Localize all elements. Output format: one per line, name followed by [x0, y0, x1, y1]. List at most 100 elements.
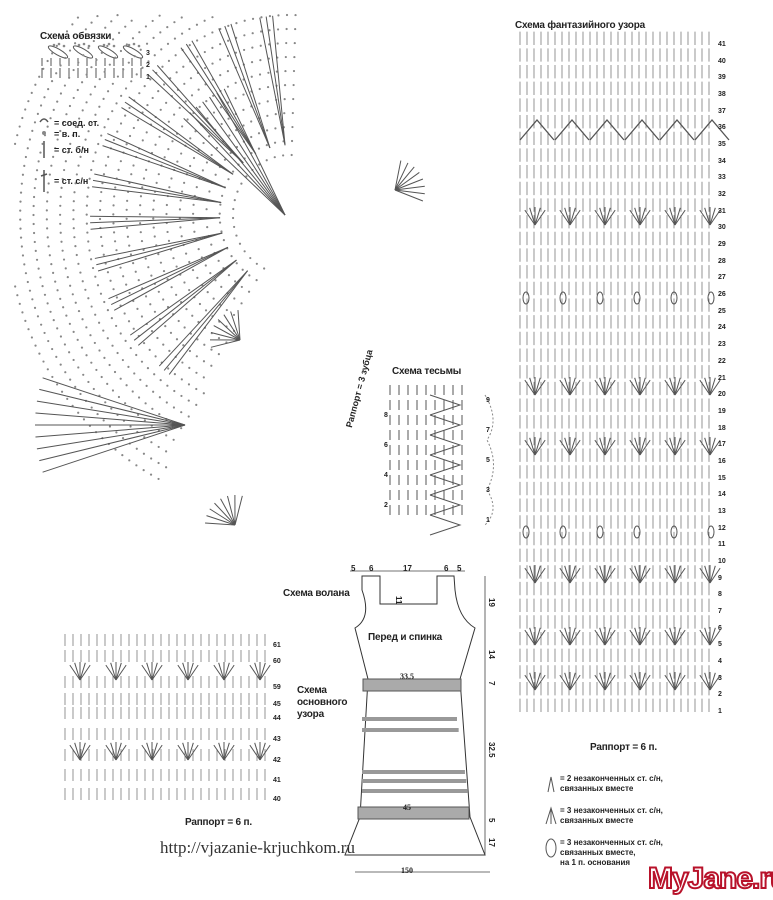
- chain-stitch-icon: [139, 222, 142, 225]
- chain-stitch-icon: [223, 158, 227, 161]
- chain-stitch-icon: [142, 177, 146, 180]
- chain-stitch-icon: [48, 254, 51, 257]
- stitch-stroke: [664, 674, 676, 691]
- chain-stitch-icon: [265, 129, 269, 132]
- chain-stitch-icon: [79, 35, 82, 38]
- stitch-stroke: [92, 179, 222, 203]
- chain-stitch-icon: [175, 265, 178, 268]
- stitch-stroke: [674, 672, 681, 691]
- stitch-stroke: [634, 437, 641, 456]
- chain-stitch-icon: [87, 44, 91, 48]
- chain-stitch-icon: [242, 48, 246, 52]
- chain-stitch-icon: [21, 173, 25, 176]
- cluster-stitch: [47, 45, 69, 59]
- stitch-stroke: [534, 567, 546, 584]
- chain-stitch-icon: [178, 208, 182, 211]
- chain-stitch-icon: [240, 182, 243, 185]
- stitch-stroke: [217, 319, 241, 341]
- chain-stitch-icon: [137, 44, 141, 48]
- chain-stitch-icon: [48, 173, 51, 176]
- chain-stitch-icon: [235, 262, 238, 265]
- chain-stitch-icon: [292, 97, 295, 101]
- chain-stitch-icon: [94, 275, 97, 278]
- stitch-stroke: [177, 664, 189, 681]
- chain-stitch-icon: [183, 181, 186, 184]
- stitch-stroke: [210, 339, 241, 348]
- chain-stitch-icon: [77, 411, 80, 414]
- chain-stitch-icon: [33, 240, 36, 244]
- chain-stitch-icon: [283, 112, 286, 115]
- stitch-stroke: [674, 377, 681, 396]
- stitch-stroke: [394, 162, 409, 191]
- stitch-stroke: [74, 742, 81, 761]
- chain-stitch-icon: [98, 321, 101, 324]
- stitch-stroke: [223, 742, 230, 761]
- stitch-stroke: [569, 377, 576, 396]
- chain-stitch-icon: [98, 78, 101, 81]
- chain-stitch-icon: [268, 15, 272, 18]
- stitch-stroke: [604, 565, 611, 584]
- chain-stitch-icon: [122, 68, 125, 71]
- chain-stitch-icon: [68, 322, 71, 325]
- chain-stitch-icon: [112, 231, 116, 234]
- chain-stitch-icon: [147, 266, 150, 269]
- chain-stitch-icon: [102, 97, 105, 101]
- stitch-stroke: [394, 178, 424, 191]
- cluster-stitch: [72, 45, 94, 59]
- chain-stitch-icon: [203, 35, 206, 38]
- chain-stitch-icon: [170, 177, 173, 180]
- stitch-stroke: [599, 437, 606, 456]
- chain-stitch-icon: [154, 355, 157, 358]
- stitch-stroke: [524, 629, 536, 646]
- chain-stitch-icon: [63, 343, 67, 346]
- chain-stitch-icon: [267, 71, 270, 74]
- chain-stitch-icon: [132, 262, 135, 265]
- chain-stitch-icon: [225, 308, 228, 312]
- chain-stitch-icon: [139, 231, 142, 234]
- stitch-stroke: [187, 744, 199, 761]
- stitch-stroke: [115, 742, 122, 761]
- chain-stitch-icon: [159, 31, 162, 34]
- chain-stitch-icon: [248, 274, 251, 277]
- chain-stitch-icon: [161, 65, 164, 68]
- stitch-stroke: [599, 565, 606, 584]
- chain-stitch-icon: [60, 37, 63, 40]
- chain-stitch-icon: [210, 153, 213, 157]
- chain-stitch-icon: [152, 226, 155, 229]
- source-url[interactable]: http://vjazanie-krjuchkom.ru: [160, 838, 355, 857]
- chain-stitch-icon: [72, 358, 75, 362]
- stitch-stroke: [564, 672, 571, 691]
- chain-stitch-icon: [115, 249, 118, 252]
- stitch-stroke: [534, 565, 541, 584]
- chain-stitch-icon: [140, 360, 144, 363]
- fancy-row-number: 6: [718, 624, 722, 632]
- stitch-stroke: [209, 96, 286, 216]
- stitch-stroke: [102, 145, 226, 189]
- chain-stitch-icon: [144, 25, 148, 28]
- chain-stitch-icon: [128, 134, 132, 138]
- chain-stitch-icon: [115, 324, 118, 328]
- chain-stitch-icon: [101, 244, 104, 247]
- stitch-stroke: [704, 437, 711, 456]
- stitch-stroke: [524, 209, 536, 226]
- chain-stitch-icon: [116, 130, 119, 133]
- stitch-stroke: [569, 629, 581, 646]
- chain-stitch-icon: [60, 186, 63, 189]
- chain-stitch-icon: [112, 44, 116, 48]
- chain-stitch-icon: [124, 87, 128, 90]
- stitch-stroke: [664, 629, 676, 646]
- stitch-stroke: [218, 662, 225, 681]
- chain-stitch-icon: [226, 70, 230, 73]
- stitch-stroke: [709, 567, 721, 584]
- stitch-stroke: [96, 232, 223, 266]
- main-row-number: 45: [273, 701, 281, 708]
- chain-stitch-icon: [100, 375, 103, 379]
- chain-stitch-icon: [135, 464, 138, 467]
- fancy-row-number: 31: [718, 207, 726, 215]
- chain-stitch-icon: [136, 413, 140, 417]
- chain-stitch-icon: [14, 285, 17, 288]
- chain-stitch-icon: [132, 126, 135, 130]
- stitch-stroke: [569, 565, 576, 584]
- chain-stitch-icon: [266, 100, 269, 103]
- chain-stitch-icon: [206, 291, 209, 294]
